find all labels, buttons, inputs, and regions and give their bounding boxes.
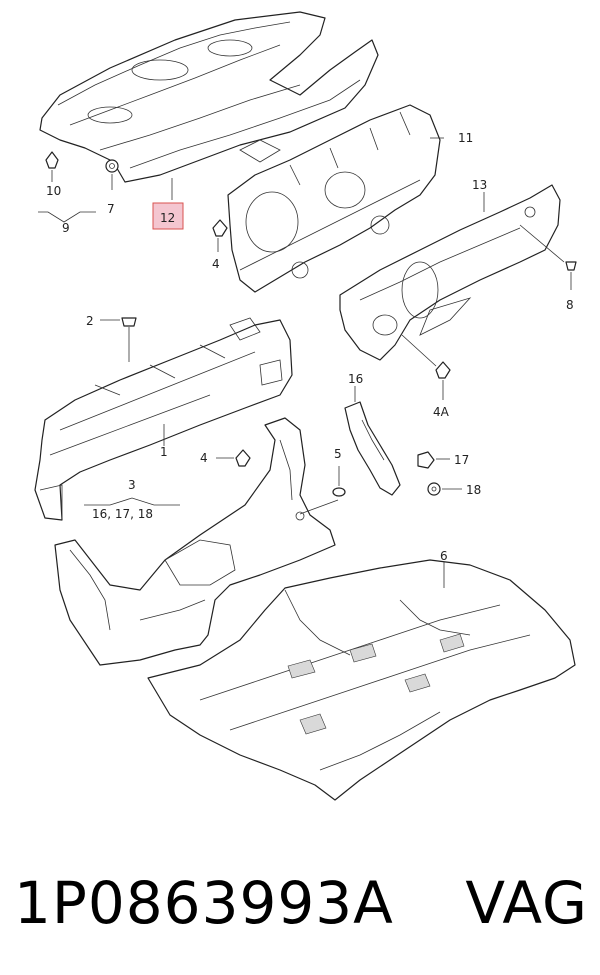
clip-4-lower-icon: [216, 449, 251, 467]
part-13-side-insulation: [339, 184, 561, 361]
part-11-bulkhead-insulation: [227, 104, 441, 293]
clip-7-icon: [105, 159, 119, 190]
part-3-tunnel-insulation: [54, 417, 336, 666]
callout-10: 10: [46, 184, 61, 198]
part-1-front-insulation: [34, 317, 293, 521]
callout-6: 6: [440, 549, 448, 563]
part-6-floor-carpet: [147, 559, 576, 801]
callout-3: 3: [128, 478, 136, 492]
washer-18-icon: [427, 482, 462, 496]
callout-8: 8: [566, 298, 574, 312]
nut-17-icon: [417, 451, 450, 469]
stud-5-icon: [295, 466, 346, 521]
callout-9: 9: [62, 221, 70, 235]
callout-7: 7: [107, 202, 115, 216]
callout-13: 13: [472, 178, 487, 192]
leader-lines: [38, 137, 485, 506]
callout-4-lower: 4: [200, 451, 208, 465]
callout-12-highlight: [152, 202, 184, 230]
part-number: 1P0863993A: [14, 869, 394, 937]
callout-18: 18: [466, 483, 481, 497]
clip-2-icon: [100, 317, 137, 362]
part-16-bracket: [344, 386, 401, 496]
brand-label: VAG: [465, 869, 588, 937]
callout-2: 2: [86, 314, 94, 328]
callout-3-sub: 16, 17, 18: [92, 507, 153, 521]
callout-11: 11: [458, 131, 473, 145]
clip-8-icon: [519, 224, 577, 290]
callout-17: 17: [454, 453, 469, 467]
callout-16: 16: [348, 372, 363, 386]
callout-4A: 4A: [433, 405, 450, 419]
callout-12: 12: [160, 211, 175, 225]
exploded-parts-diagram: 10 7 9 12 4 11 13 8 2 16 4A 1 4 5 17 18 …: [34, 11, 577, 801]
callout-5: 5: [334, 447, 342, 461]
clip-4-upper-icon: [212, 219, 228, 252]
footer: 1P0863993A VAG: [14, 858, 594, 948]
part-12-dash-insulation: [39, 11, 379, 183]
clip-4A-icon: [401, 334, 451, 400]
callout-1: 1: [160, 445, 168, 459]
callout-labels: 10 7 9 12 4 11 13 8 2 16 4A 1 4 5 17 18 …: [46, 131, 574, 563]
callout-4-upper: 4: [212, 257, 220, 271]
clip-10-icon: [45, 151, 59, 182]
